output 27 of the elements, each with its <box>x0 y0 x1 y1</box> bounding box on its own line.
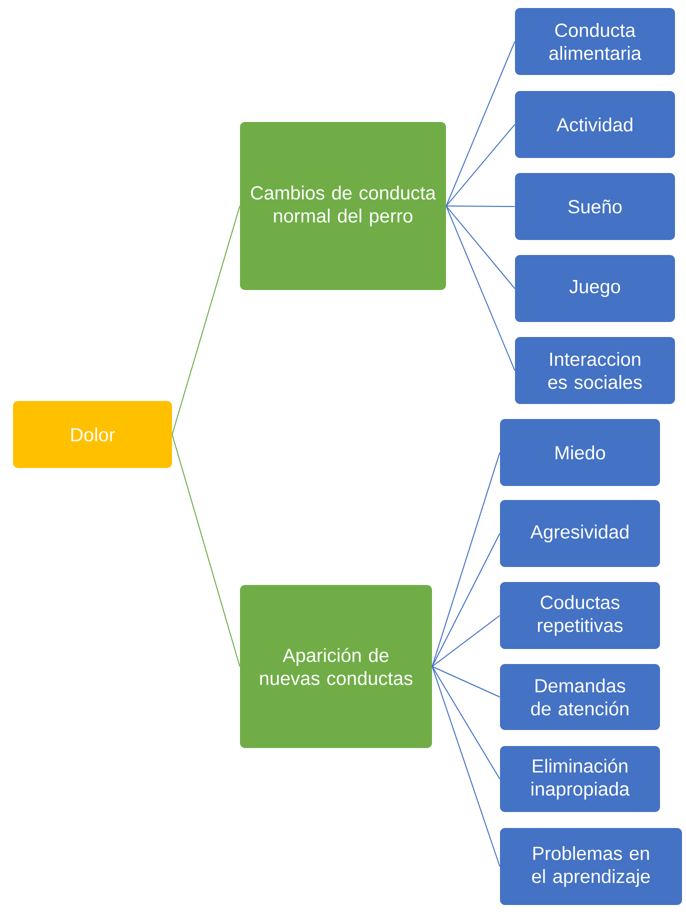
connector-line <box>446 206 516 289</box>
connector-line <box>446 206 516 371</box>
connector-line <box>432 615 500 667</box>
root-box: Dolor <box>13 401 172 468</box>
item-box: Coductas repetitivas <box>500 582 660 649</box>
category-box: Aparición de nuevas conductas <box>240 585 432 748</box>
connector-line <box>172 434 240 667</box>
item-box: Problemas en el aprendizaje <box>500 828 682 905</box>
connector-line <box>446 206 516 207</box>
connector-line <box>446 41 516 206</box>
connector-line <box>446 124 516 206</box>
item-box: Demandas de atención <box>500 664 660 730</box>
connector-line <box>432 533 500 667</box>
item-box: Juego <box>515 255 675 322</box>
connector-line <box>172 206 240 435</box>
category-box: Cambios de conducta normal del perro <box>240 122 446 290</box>
item-box: Sueño <box>515 173 675 240</box>
item-box: Miedo <box>500 419 660 486</box>
connector-line <box>432 666 500 698</box>
item-box: Actividad <box>515 91 675 158</box>
item-box: Eliminación inapropiada <box>500 746 660 812</box>
connector-line <box>432 666 500 780</box>
connector-line <box>432 666 500 867</box>
connector-line <box>432 452 500 667</box>
item-box: Conducta alimentaria <box>515 8 675 76</box>
item-box: Interaccion es sociales <box>515 337 675 404</box>
item-box: Agresividad <box>500 500 660 567</box>
